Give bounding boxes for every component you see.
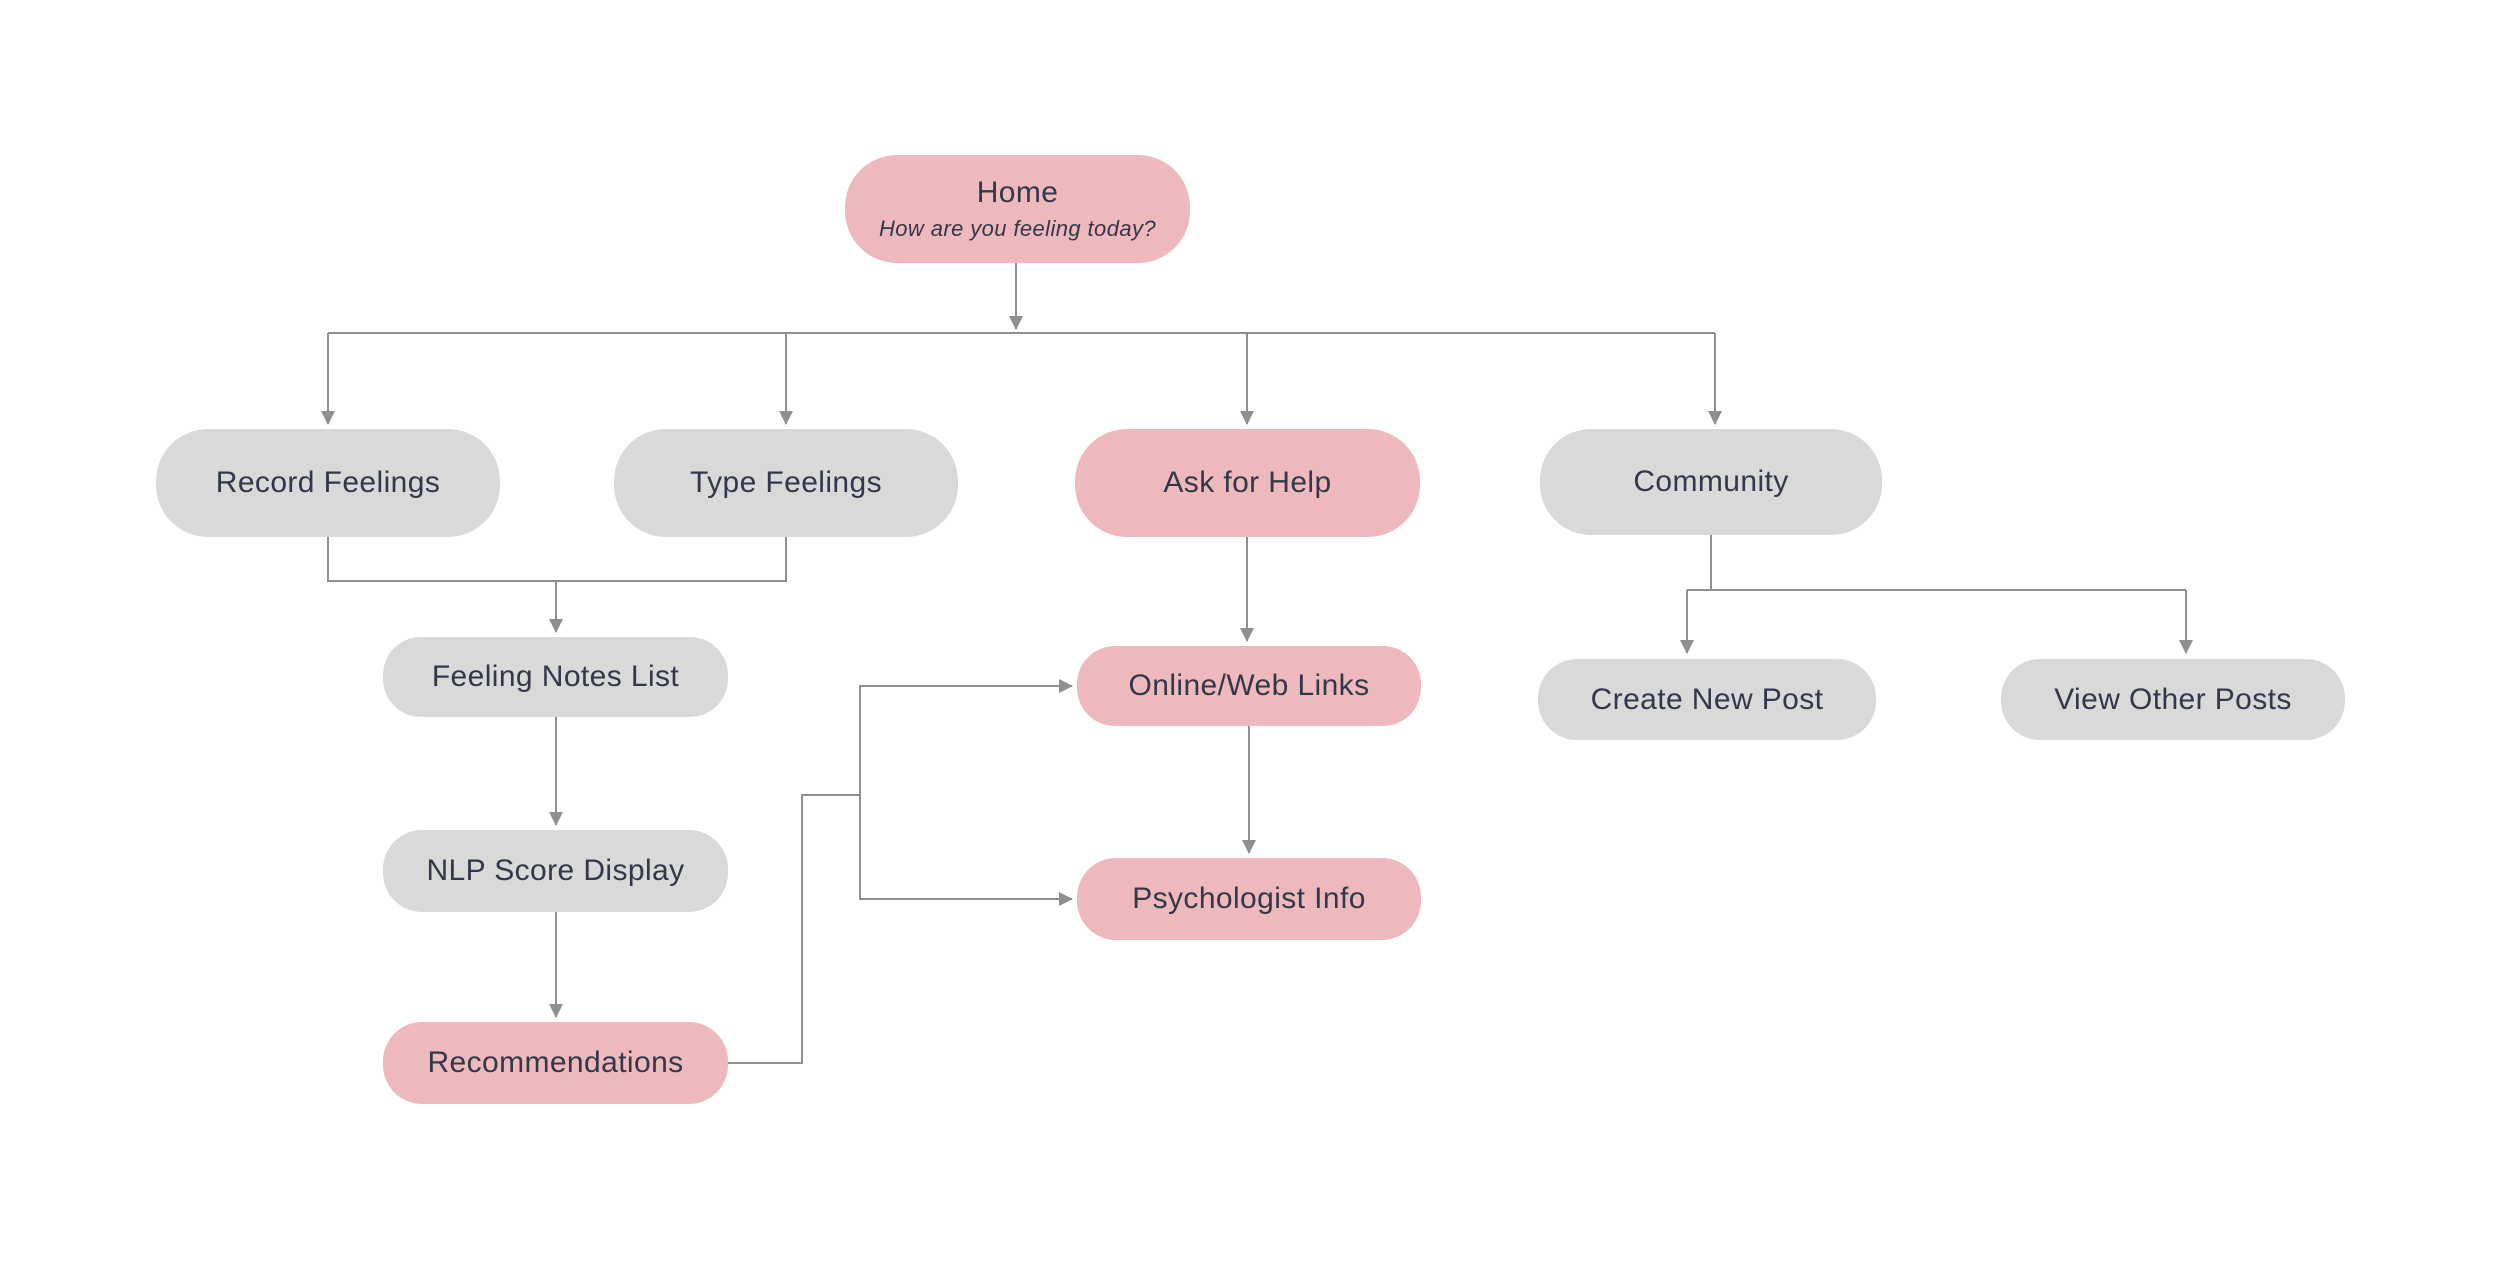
node-sublabel: How are you feeling today? xyxy=(878,216,1156,242)
node-label: View Other Posts xyxy=(2054,682,2292,716)
edge-branch-to-online xyxy=(859,679,1073,795)
node-psychologist-info[interactable]: Psychologist Info xyxy=(1077,858,1421,940)
node-view-other-posts[interactable]: View Other Posts xyxy=(2001,659,2345,740)
node-label: Create New Post xyxy=(1590,682,1824,716)
node-label: Community xyxy=(1633,465,1789,498)
node-label: NLP Score Display xyxy=(426,854,685,887)
node-label: Online/Web Links xyxy=(1128,669,1370,702)
node-label: Home xyxy=(976,176,1059,210)
node-online-web-links[interactable]: Online/Web Links xyxy=(1077,646,1421,726)
edge-recommendations-out xyxy=(728,794,860,1064)
node-label: Feeling Notes List xyxy=(431,660,680,693)
node-recommendations[interactable]: Recommendations xyxy=(383,1022,728,1104)
node-label: Type Feelings xyxy=(690,466,882,499)
node-label: Psychologist Info xyxy=(1132,882,1366,915)
node-ask-for-help[interactable]: Ask for Help xyxy=(1075,429,1420,537)
node-type-feelings[interactable]: Type Feelings xyxy=(614,429,958,537)
node-label: Ask for Help xyxy=(1163,466,1332,499)
node-nlp-score-display[interactable]: NLP Score Display xyxy=(383,830,728,912)
node-label: Recommendations xyxy=(427,1046,684,1079)
node-community[interactable]: Community xyxy=(1540,429,1882,535)
node-record-feelings[interactable]: Record Feelings xyxy=(156,429,500,537)
edge-branch-to-psychologist xyxy=(859,795,1073,906)
node-label: Record Feelings xyxy=(215,466,441,499)
node-create-new-post[interactable]: Create New Post xyxy=(1538,659,1876,740)
node-feeling-notes-list[interactable]: Feeling Notes List xyxy=(383,637,728,717)
